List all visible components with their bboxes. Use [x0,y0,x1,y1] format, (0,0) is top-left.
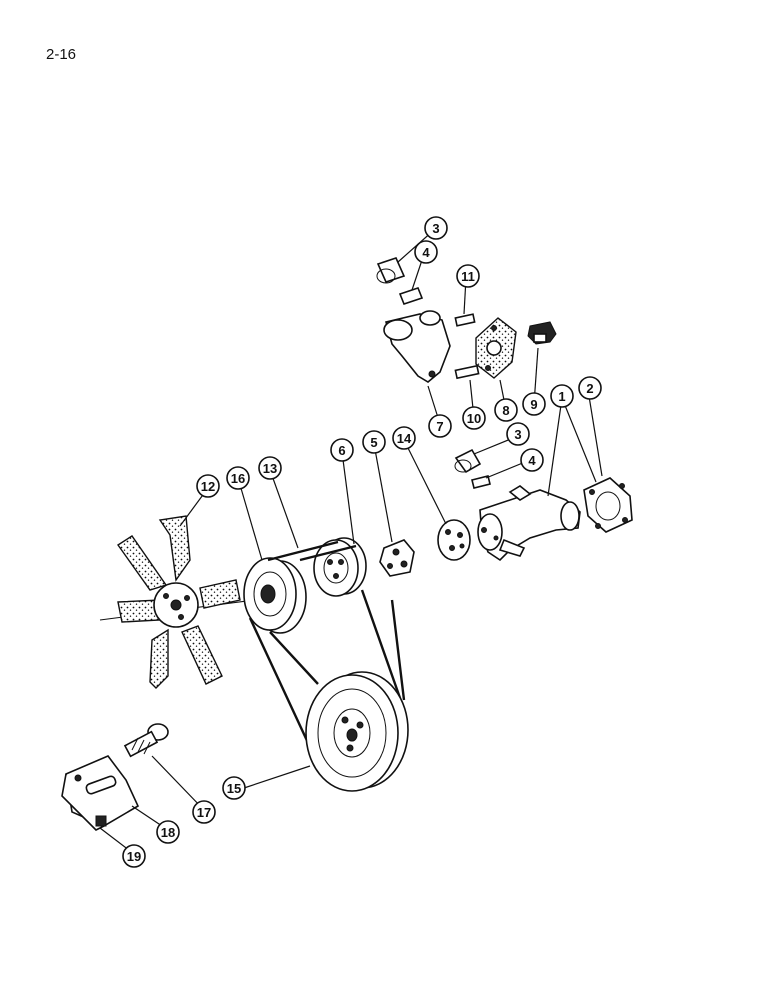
svg-text:7: 7 [436,419,443,434]
callout-13: 13 [258,456,282,480]
drive-belts [248,540,406,761]
svg-text:9: 9 [530,397,537,412]
fan-drive-pulley [243,557,307,634]
svg-text:5: 5 [370,435,377,450]
callout-4-lower: 4 [520,448,544,472]
temperature-sender [527,321,557,345]
thermostat-housing [383,310,451,383]
callout-4-upper: 4 [414,240,438,264]
callout-17: 17 [192,800,216,824]
svg-text:4: 4 [422,245,430,260]
svg-text:11: 11 [461,269,475,284]
callout-6: 6 [330,438,354,462]
thermostat-gasket [475,317,517,379]
lower-hose-and-clamp [454,448,491,489]
svg-text:4: 4 [528,453,536,468]
pump-flange [437,519,471,561]
bracket-bolt [123,723,169,758]
crankshaft-pulley [305,671,409,792]
callout-8: 8 [494,398,518,422]
callout-11: 11 [456,264,480,288]
svg-text:18: 18 [161,825,175,840]
svg-text:1: 1 [558,389,565,404]
svg-text:16: 16 [231,471,245,486]
callout-2: 2 [578,376,602,400]
callout-19: 19 [122,844,146,868]
svg-text:12: 12 [201,479,215,494]
callout-16: 16 [226,466,250,490]
studs [454,313,480,380]
svg-text:6: 6 [338,443,345,458]
svg-text:3: 3 [432,221,439,236]
callout-18: 18 [156,820,180,844]
callout-9: 9 [522,392,546,416]
svg-text:2: 2 [586,381,593,396]
callout-5: 5 [362,430,386,454]
callout-15: 15 [222,776,246,800]
pulley-hub [379,539,415,577]
svg-text:10: 10 [467,411,481,426]
callout-7: 7 [428,414,452,438]
svg-text:8: 8 [502,403,509,418]
svg-text:3: 3 [514,427,521,442]
callout-3-lower: 3 [506,422,530,446]
svg-text:13: 13 [263,461,277,476]
water-pump-body [477,485,581,562]
callout-12: 12 [196,474,220,498]
svg-text:19: 19 [127,849,141,864]
svg-text:14: 14 [397,431,412,446]
svg-text:17: 17 [197,805,211,820]
pump-gasket [583,477,633,533]
svg-text:15: 15 [227,781,241,796]
fan-blade-assembly [99,515,271,689]
callout-14: 14 [392,426,416,450]
callout-10: 10 [462,406,486,430]
callout-1: 1 [550,384,574,408]
callout-3-upper: 3 [424,216,448,240]
mounting-bracket [61,755,140,831]
page-number: 2-16 [46,46,77,63]
